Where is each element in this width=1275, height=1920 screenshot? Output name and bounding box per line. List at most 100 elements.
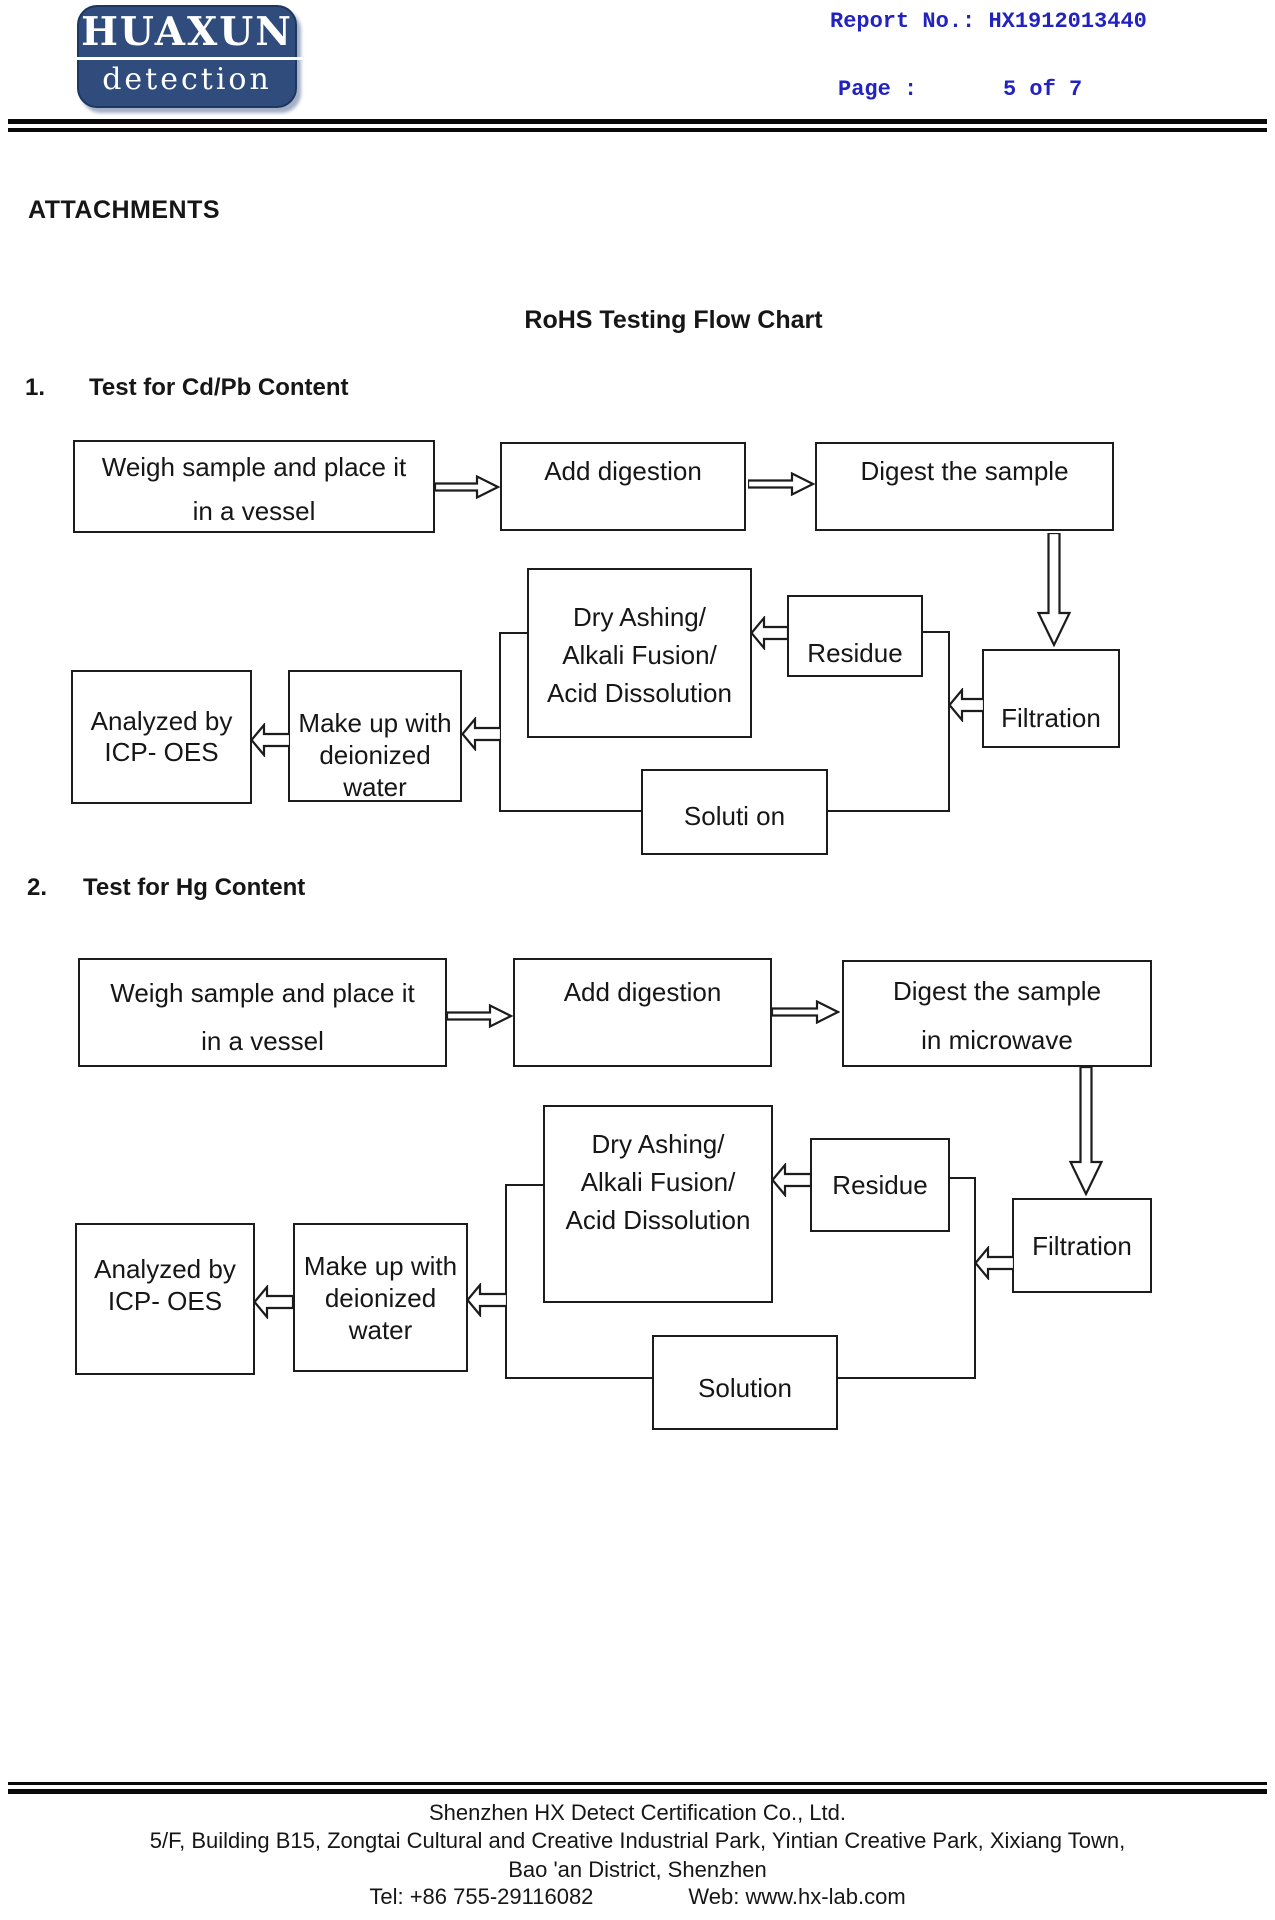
flow-box-line: Make up with [303, 1250, 458, 1281]
header-rule-top [8, 119, 1267, 124]
connector-line [505, 1184, 545, 1186]
flow2-box-filtration: Filtration [1012, 1198, 1152, 1293]
flow-box-line: Alkali Fusion/ [580, 1167, 736, 1197]
flow-box-line: Filtration [1032, 1230, 1132, 1261]
flow-box-line: water [348, 1314, 413, 1345]
flow-box-line: in a vessel [201, 1026, 324, 1056]
flow-box-line: Weigh sample and place it [110, 978, 415, 1008]
flow-box-line: Dry Ashing/ [573, 602, 706, 632]
connector-line [921, 631, 950, 633]
flow-arrow-down-icon [1036, 531, 1072, 648]
flow-box-line: Analyzed by [90, 706, 233, 736]
flow1-box-make-up: Make up with deionized water [288, 670, 462, 802]
footer-address-line1: 5/F, Building B15, Zongtai Cultural and … [149, 1828, 1126, 1853]
flow1-box-add-digestion: Add digestion [500, 442, 746, 531]
report-number-space [975, 9, 988, 34]
flow-box-line: Analyzed by [94, 1254, 236, 1284]
flow2-box-analyzed: Analyzed by ICP- OES [75, 1223, 255, 1375]
flow-box-line: Soluti on [683, 801, 786, 831]
flow-box-line: deionized [324, 1282, 437, 1313]
connector-line [499, 632, 529, 634]
flow2-box-make-up: Make up with deionized water [293, 1223, 468, 1372]
connector-line [828, 810, 950, 812]
company-logo: HUAXUN detection [71, 5, 303, 108]
flow-box-line: Weigh sample and place it [101, 452, 407, 482]
flow-box-line: ICP- OES [104, 737, 219, 767]
flow-box-line: Residue [832, 1170, 928, 1200]
flow-arrow-left-icon [250, 721, 292, 759]
connector-line [499, 810, 643, 812]
flow-box-line: deionized [319, 740, 431, 770]
flow1-box-solution: Soluti on [641, 769, 828, 855]
flow1-box-weigh-sample: Weigh sample and place it in a vessel [73, 440, 435, 533]
header-rule-bottom [8, 128, 1267, 132]
flow1-box-dry-ashing: Dry Ashing/ Alkali Fusion/ Acid Dissolut… [527, 568, 752, 738]
connector-line [499, 632, 501, 812]
page-number-value: 5 of 7 [1003, 77, 1083, 102]
connector-line [948, 631, 950, 812]
flow2-box-residue: Residue [810, 1138, 950, 1232]
flow-box-line: in microwave [921, 1025, 1073, 1055]
footer-website: Web: www.hx-lab.com [688, 1884, 906, 1909]
logo-detection-text: detection [102, 62, 272, 97]
flow-arrow-left-icon [466, 1281, 509, 1319]
footer-rule-bottom [8, 1789, 1267, 1794]
connector-line [948, 1177, 976, 1179]
connector-line [974, 1177, 976, 1379]
flow-box-line: water [343, 772, 407, 802]
flow-arrow-right-icon [770, 999, 841, 1025]
section-1-heading: 1. Test for Cd/Pb Content [25, 374, 349, 402]
flow-arrow-left-icon [771, 1161, 813, 1199]
footer-contact-line: Tel: +86 755-29116082 Web: www.hx-lab.co… [0, 1884, 1275, 1910]
section-2-heading: 2. Test for Hg Content [27, 874, 305, 902]
flow-box-line: Solution [698, 1372, 792, 1403]
flow1-box-digest-sample: Digest the sample [815, 442, 1114, 531]
flow-arrow-left-icon [253, 1283, 295, 1321]
connector-line [505, 1184, 507, 1379]
footer-rule-top [8, 1782, 1267, 1785]
flow-arrow-left-icon [750, 614, 790, 652]
section-1-number: 1. [25, 374, 46, 401]
flow-box-line: in a vessel [192, 496, 316, 526]
flow2-box-digest-sample: Digest the sample in microwave [842, 960, 1152, 1067]
flow-chart-title: RoHS Testing Flow Chart [524, 306, 823, 334]
flow2-box-dry-ashing: Dry Ashing/ Alkali Fusion/ Acid Dissolut… [543, 1105, 773, 1303]
flow-arrow-left-icon [948, 686, 986, 724]
flow-arrow-left-icon [974, 1244, 1016, 1282]
flow2-box-add-digestion: Add digestion [513, 958, 772, 1067]
flow2-box-solution: Solution [652, 1335, 838, 1430]
connector-line [838, 1377, 976, 1379]
flow-arrow-down-icon [1068, 1065, 1104, 1197]
section-2-number: 2. [27, 874, 48, 901]
page-number-label: Page : [838, 77, 918, 102]
section-2-title: Test for Hg Content [83, 874, 306, 901]
footer-address-line2: Bao 'an District, Shenzhen [508, 1857, 767, 1882]
report-number-line: Report No.: HX1912013440 [830, 9, 1147, 34]
connector-line [505, 1377, 652, 1379]
flow-arrow-right-icon [746, 471, 816, 497]
flow-arrow-right-icon [445, 1003, 514, 1029]
flow-box-line: Make up with [298, 708, 452, 738]
logo-huaxun-text: HUAXUN [71, 9, 303, 60]
flow-arrow-right-icon [433, 474, 501, 500]
flow-arrow-left-icon [461, 715, 503, 753]
section-1-title: Test for Cd/Pb Content [89, 374, 349, 401]
flow2-box-weigh-sample: Weigh sample and place it in a vessel [78, 958, 447, 1067]
flow-box-line: Residue [807, 638, 903, 668]
flow-box-line: Filtration [1001, 703, 1101, 733]
flow-box-line: ICP- OES [107, 1286, 223, 1316]
footer-company-name: Shenzhen HX Detect Certification Co., Lt… [429, 1800, 846, 1825]
report-number-label: Report No.: [830, 9, 976, 34]
flow-box-line: Dry Ashing/ [591, 1129, 725, 1159]
flow1-box-residue: Residue [787, 595, 923, 677]
flow-box-line: Alkali Fusion/ [562, 640, 717, 670]
flow-box-line: Acid Dissolution [565, 1205, 751, 1235]
flow-box-line: Digest the sample [892, 976, 1102, 1006]
flow-box-line: Add digestion [563, 977, 722, 1007]
flow-box-line: Add digestion [544, 456, 702, 486]
report-number-value: HX1912013440 [988, 9, 1147, 34]
attachments-heading: ATTACHMENTS [28, 196, 221, 224]
flow1-box-filtration: Filtration [982, 649, 1120, 748]
flow-box-line: Digest the sample [860, 456, 1069, 486]
